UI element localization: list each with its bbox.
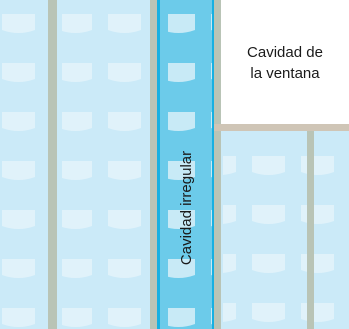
panel-center bbox=[57, 0, 155, 329]
frame-divider bbox=[307, 130, 314, 329]
panel-left bbox=[0, 0, 48, 329]
frame-divider bbox=[150, 0, 158, 329]
frame-divider bbox=[48, 0, 57, 329]
panel-lower-right bbox=[221, 125, 349, 329]
window-cavity-label: la ventana bbox=[250, 65, 320, 82]
window-ledge bbox=[214, 124, 349, 131]
window-cavity-edge bbox=[219, 0, 221, 124]
window-cavity bbox=[221, 0, 349, 124]
frame-divider bbox=[214, 0, 221, 329]
irregular-cavity-label: Cavidad irregular bbox=[178, 151, 195, 265]
window-cavity-label: Cavidad de bbox=[247, 44, 323, 61]
